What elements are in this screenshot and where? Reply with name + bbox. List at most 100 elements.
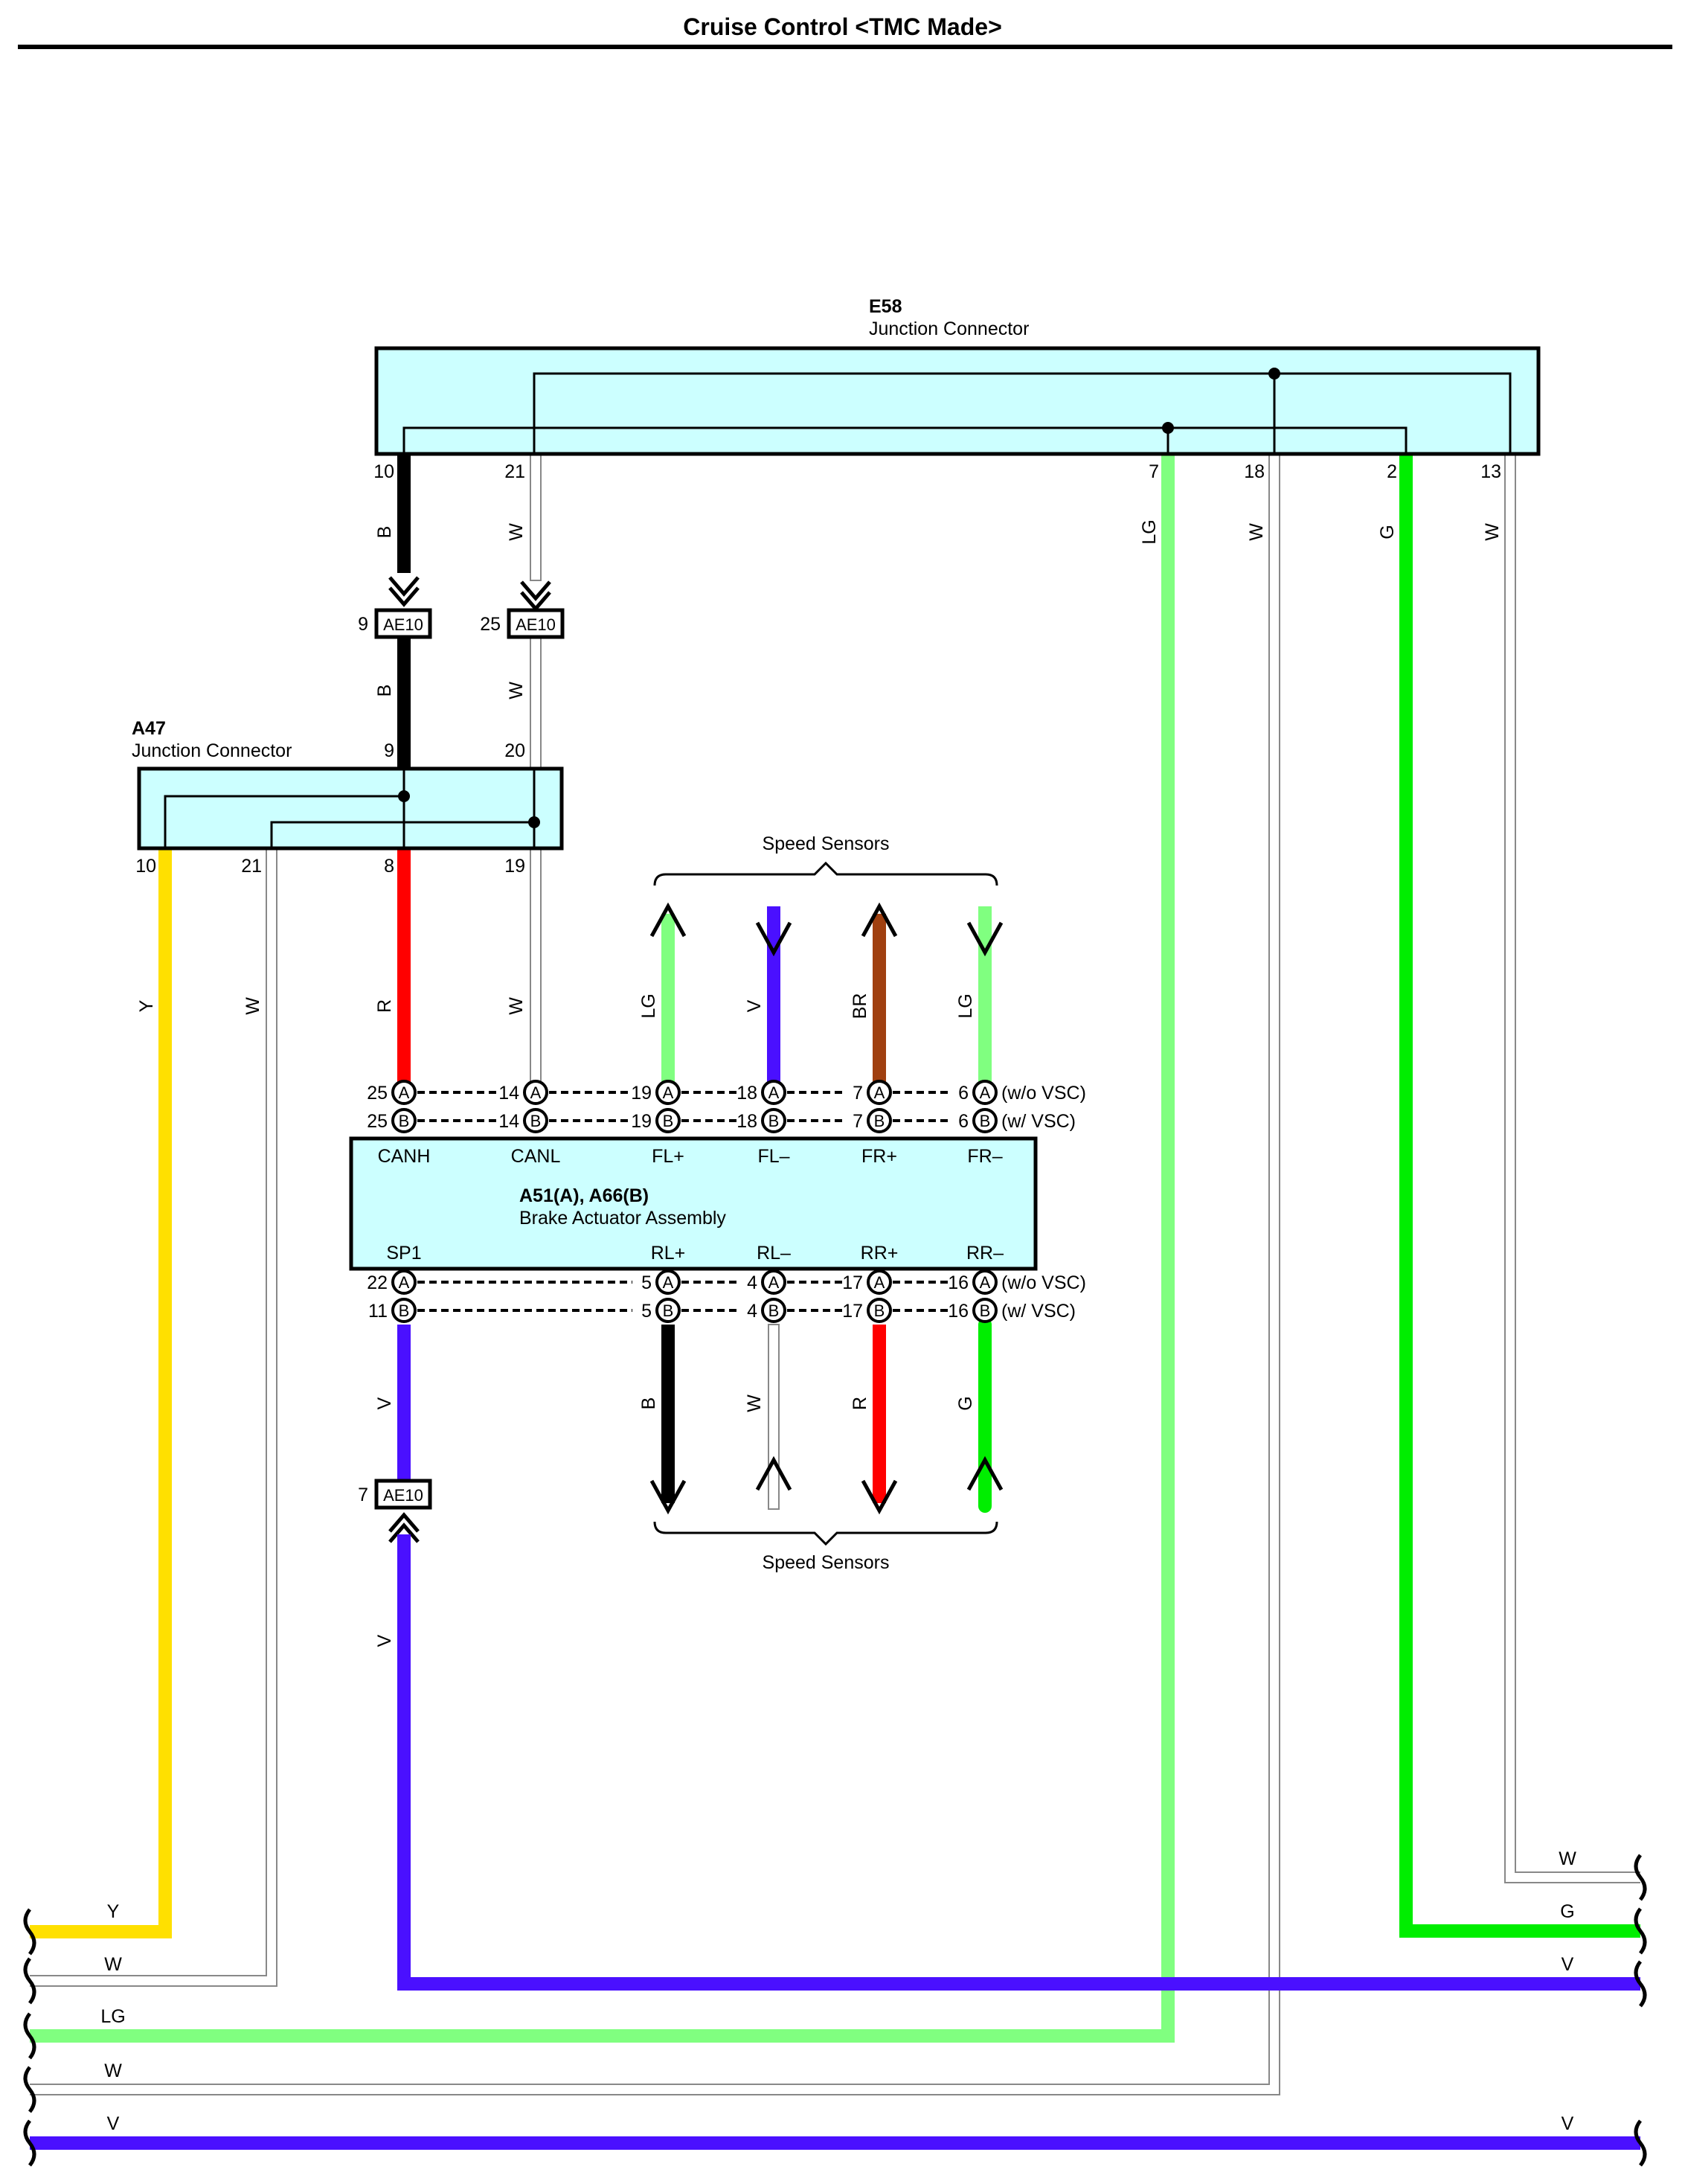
connector-letter: B <box>980 1112 991 1130</box>
pin-circle <box>655 1269 681 1295</box>
wire-label: LG <box>1139 519 1160 544</box>
a47-pin: 20 <box>504 740 525 761</box>
a47-name: Junction Connector <box>132 740 292 761</box>
wire-label: V <box>374 1397 395 1409</box>
edge-label: W <box>104 2060 122 2081</box>
connector-letter: B <box>874 1112 885 1130</box>
wire-label: W <box>744 1394 765 1412</box>
pin-circle <box>523 1080 548 1105</box>
wire-label: R <box>374 999 395 1013</box>
wire-label: B <box>374 685 395 697</box>
pin-circle <box>972 1108 998 1133</box>
connector-letter: B <box>663 1112 674 1130</box>
e58-pin: 18 <box>1244 461 1265 482</box>
connector-letter: B <box>874 1301 885 1320</box>
wire-rl-minus <box>755 1324 792 1510</box>
wire-label: W <box>506 523 527 541</box>
pin-circle <box>523 1108 548 1133</box>
right-edge-breaks <box>1634 1854 1647 2167</box>
ae10-connector-9: AE10 9 <box>358 608 432 639</box>
wire-fr-plus <box>861 902 898 1083</box>
wire-break-mark <box>23 2066 36 2113</box>
e58-name: Junction Connector <box>869 318 1029 339</box>
pin-number: 4 <box>747 1301 757 1322</box>
pin-number: 6 <box>958 1083 969 1104</box>
e58-splice-dot <box>1162 422 1174 434</box>
connector-letter: A <box>663 1083 674 1102</box>
edge-label: V <box>1562 1954 1574 1975</box>
speed-sensors-bottom-label: Speed Sensors <box>763 1552 890 1573</box>
pin-circle <box>972 1298 998 1323</box>
e58-pin: 13 <box>1480 461 1501 482</box>
a47-pin: 10 <box>135 856 156 877</box>
variant-label: (w/ VSC) <box>1001 1301 1076 1322</box>
a47-pin: 9 <box>384 740 394 761</box>
wire-label: G <box>955 1396 976 1410</box>
connector-letter: B <box>768 1301 780 1320</box>
wire-e58-7-lg <box>30 454 1175 2043</box>
a47-pin: 8 <box>384 856 394 877</box>
ae10-connector-7: AE10 7 <box>358 1479 432 1510</box>
pin-number: 14 <box>498 1111 519 1132</box>
terminal-name: SP1 <box>386 1243 421 1264</box>
wire-e58-18-w <box>30 454 1280 2095</box>
e58-connector-box <box>374 346 1541 456</box>
left-edge-breaks <box>23 1908 36 2167</box>
connector-letter: B <box>530 1112 542 1130</box>
wire-label: W <box>506 682 527 699</box>
pin-circle <box>867 1080 892 1105</box>
terminal-name: FR+ <box>861 1146 897 1167</box>
pin-circle <box>391 1080 417 1105</box>
terminal-name: RL+ <box>651 1243 686 1264</box>
connector-letter: A <box>874 1083 885 1102</box>
wire-label: V <box>744 999 765 1012</box>
pin-number: 14 <box>498 1083 519 1104</box>
connector-letter: B <box>663 1301 674 1320</box>
page-title: Cruise Control <TMC Made> <box>683 13 1002 40</box>
e58-pin: 7 <box>1149 461 1159 482</box>
connector-letter: A <box>874 1273 885 1292</box>
wire-e58-10-b <box>388 454 420 769</box>
pin-number: 25 <box>367 1111 388 1132</box>
connector-letter: B <box>399 1301 410 1320</box>
a47-splice-dot <box>528 816 540 828</box>
ae10-pin-9: 9 <box>358 614 368 635</box>
pin-number: 5 <box>641 1272 652 1293</box>
a47-pin: 19 <box>504 856 525 877</box>
pin-number: 25 <box>367 1083 388 1104</box>
connector-letter: B <box>980 1301 991 1320</box>
terminal-name: FL+ <box>652 1146 684 1167</box>
pin-number: 19 <box>631 1111 652 1132</box>
pin-circle <box>867 1108 892 1133</box>
edge-label: G <box>1560 1901 1574 1922</box>
wire-break-mark <box>23 1957 36 2005</box>
e58-pin: 10 <box>373 461 394 482</box>
wire-fr-minus <box>966 906 1004 1083</box>
pin-number: 16 <box>948 1272 969 1293</box>
pin-number: 5 <box>641 1301 652 1322</box>
wire-fl-minus <box>755 906 792 1083</box>
variant-label: (w/o VSC) <box>1001 1083 1086 1104</box>
pin-circle <box>655 1080 681 1105</box>
wire-break-mark <box>1634 2119 1647 2167</box>
edge-label: W <box>1559 1848 1576 1869</box>
wire-a47-19-w <box>530 848 542 1084</box>
edge-label: LG <box>100 2006 125 2027</box>
pin-number: 17 <box>842 1272 863 1293</box>
pin-number: 4 <box>747 1272 757 1293</box>
connector-letter: A <box>768 1273 780 1292</box>
wire-label: W <box>243 997 263 1015</box>
variant-label: (w/ VSC) <box>1001 1111 1076 1132</box>
terminal-name: RR– <box>966 1243 1004 1264</box>
e58-id: E58 <box>869 296 902 317</box>
pin-circle <box>391 1269 417 1295</box>
pin-circle <box>972 1269 998 1295</box>
ae10-pin-25: 25 <box>480 614 501 635</box>
wire-rl-plus <box>649 1325 687 1515</box>
e58-internal-overlay <box>402 372 1512 454</box>
connector-letter: A <box>980 1273 991 1292</box>
pin-number: 11 <box>368 1301 388 1322</box>
